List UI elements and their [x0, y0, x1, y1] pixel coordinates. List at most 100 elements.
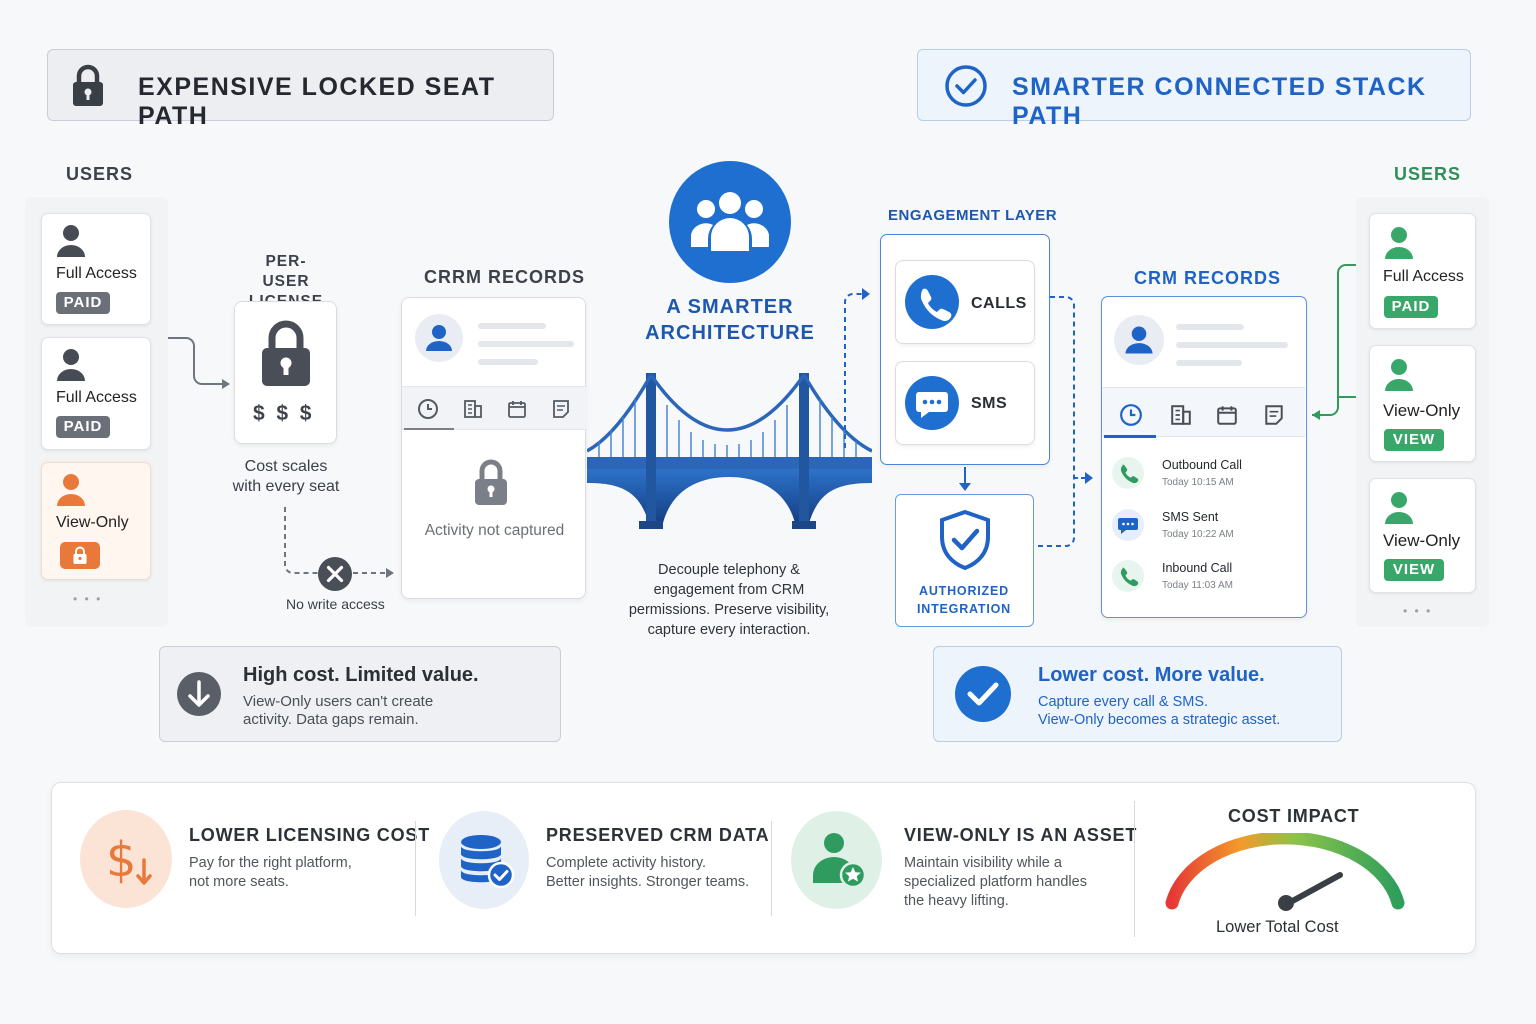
summary-left-line1: View-Only users can't create: [243, 693, 434, 710]
placeholder-line: [1176, 324, 1244, 330]
feature-text-line: specialized platform handles: [904, 874, 1087, 890]
placeholder-line: [1176, 360, 1242, 366]
right-user-card-2: View-Only VIEW: [1369, 345, 1476, 462]
no-write-access-text: No write access: [286, 596, 385, 612]
dashed-connector: [284, 507, 394, 578]
center-caption-line: engagement from CRM: [653, 582, 805, 598]
user-star-icon: [813, 833, 867, 889]
close-icon: [318, 557, 352, 591]
activity-time: Today 10:15 AM: [1162, 477, 1234, 488]
center-caption: Decouple telephony & engagement from CRM…: [614, 560, 844, 640]
feature-strip: $ LOWER LICENSING COST Pay for the right…: [51, 782, 1476, 954]
building-icon[interactable]: [463, 399, 483, 419]
phone-icon: [1112, 457, 1144, 489]
lock-icon: [73, 546, 87, 564]
calls-card[interactable]: CALLS: [895, 260, 1035, 344]
engagement-panel: CALLS SMS: [880, 234, 1050, 465]
phone-icon: [905, 275, 959, 329]
divider: [415, 821, 416, 916]
activity-title: Inbound Call: [1162, 561, 1233, 575]
connector-arrow: [168, 337, 230, 389]
active-tab-indicator: [404, 428, 454, 430]
user-icon: [1385, 359, 1413, 391]
note-icon[interactable]: [1263, 404, 1285, 426]
left-user-card-1: Full Access PAID: [41, 213, 151, 325]
center-title-line1: A SMARTER: [666, 296, 794, 318]
feature-title: LOWER LICENSING COST: [189, 825, 430, 845]
database-check-icon: [461, 835, 515, 889]
center-caption-line: permissions. Preserve visibility,: [628, 602, 830, 618]
left-user-card-3: View-Only: [41, 462, 151, 580]
calendar-icon[interactable]: [1216, 404, 1238, 426]
user-name: Full Access: [1383, 268, 1464, 285]
crm-tab-bar: [402, 386, 587, 430]
feature-text-line: the heavy lifting.: [904, 893, 1009, 909]
user-name: View-Only: [56, 514, 129, 531]
phone-icon: [1112, 560, 1144, 592]
license-label-line1: PER-USER: [262, 253, 310, 290]
placeholder-line: [1176, 342, 1288, 348]
center-caption-line: capture every interaction.: [647, 622, 811, 638]
summary-left: High cost. Limited value. View-Only user…: [159, 646, 561, 742]
activity-item[interactable]: Outbound Call Today 10:15 AM: [1112, 455, 1297, 495]
summary-right-text: Capture every call & SMS. View-Only beco…: [1038, 693, 1280, 729]
clock-icon[interactable]: [417, 398, 439, 420]
shield-check-icon: [940, 509, 990, 571]
lock-icon: [475, 459, 507, 505]
licensing-cost-icon-circle: $: [80, 810, 172, 908]
feature-text: Complete activity history. Better insigh…: [546, 854, 749, 892]
activity-time: Today 10:22 AM: [1162, 529, 1234, 540]
summary-left-title: High cost. Limited value.: [243, 664, 479, 686]
activity-title: SMS Sent: [1162, 510, 1219, 524]
user-name: View-Only: [1383, 531, 1461, 550]
right-crm-card: Outbound Call Today 10:15 AM SMS Sent To…: [1101, 296, 1307, 618]
smarter-path-header: SMARTER CONNECTED STACK PATH: [917, 49, 1471, 130]
right-users-label: USERS: [1394, 164, 1462, 184]
license-dollars: $ $ $: [253, 402, 312, 425]
summary-right-title: Lower cost. More value.: [1038, 664, 1265, 686]
left-crm-label: CRRM RECORDS: [424, 267, 586, 287]
bridge-illustration: [587, 373, 872, 529]
summary-left-line2: activity. Data gaps remain.: [243, 711, 419, 728]
feature-text: Pay for the right platform, not more sea…: [189, 854, 352, 892]
license-caption-line2: with every seat: [232, 478, 340, 495]
license-card: $ $ $: [234, 301, 337, 444]
more-users-indicator: • • •: [73, 592, 103, 606]
activity-item[interactable]: Inbound Call Today 11:03 AM: [1112, 558, 1297, 598]
cost-impact-title: COST IMPACT: [1228, 806, 1360, 826]
placeholder-line: [478, 341, 574, 347]
note-icon[interactable]: [551, 399, 571, 419]
active-tab-indicator: [1104, 435, 1156, 438]
avatar: [415, 314, 463, 362]
dashed-connectors-blue: [844, 288, 1093, 547]
calendar-icon[interactable]: [507, 399, 527, 419]
user-name: View-Only: [1383, 401, 1461, 420]
sms-card[interactable]: SMS: [895, 361, 1035, 445]
user-icon: [57, 349, 85, 381]
divider: [1134, 801, 1135, 937]
user-name: Full Access: [56, 265, 137, 282]
feature-text-line: not more seats.: [189, 874, 289, 890]
authorized-integration-label: AUTHORIZED INTEGRATION: [896, 582, 1032, 618]
clock-icon[interactable]: [1119, 403, 1143, 427]
more-users-indicator: • • •: [1403, 604, 1433, 618]
engagement-layer-label: ENGAGEMENT LAYER: [888, 207, 1058, 224]
sms-label: SMS: [971, 395, 1008, 412]
view-only-asset-icon-circle: [791, 811, 882, 909]
check-circle-icon: [955, 666, 1011, 722]
integration-line2: INTEGRATION: [917, 602, 1011, 616]
activity-title: Outbound Call: [1162, 458, 1242, 472]
activity-item[interactable]: SMS Sent Today 10:22 AM: [1112, 507, 1297, 547]
left-crm-card: Activity not captured: [401, 297, 587, 599]
summary-right: Lower cost. More value. Capture every ca…: [933, 646, 1342, 742]
license-caption-line1: Cost scales: [244, 458, 328, 475]
feature-text-line: Better insights. Stronger teams.: [546, 874, 750, 890]
right-user-card-3: View-Only VIEW: [1369, 478, 1476, 593]
expensive-path-title: EXPENSIVE LOCKED SEAT PATH: [138, 73, 496, 130]
view-badge: VIEW: [1384, 559, 1444, 581]
feature-text-line: Complete activity history.: [546, 855, 707, 871]
building-icon[interactable]: [1170, 404, 1192, 426]
user-icon: [57, 225, 85, 257]
center-caption-line: Decouple telephony &: [658, 562, 800, 578]
left-users-label: USERS: [66, 164, 134, 184]
